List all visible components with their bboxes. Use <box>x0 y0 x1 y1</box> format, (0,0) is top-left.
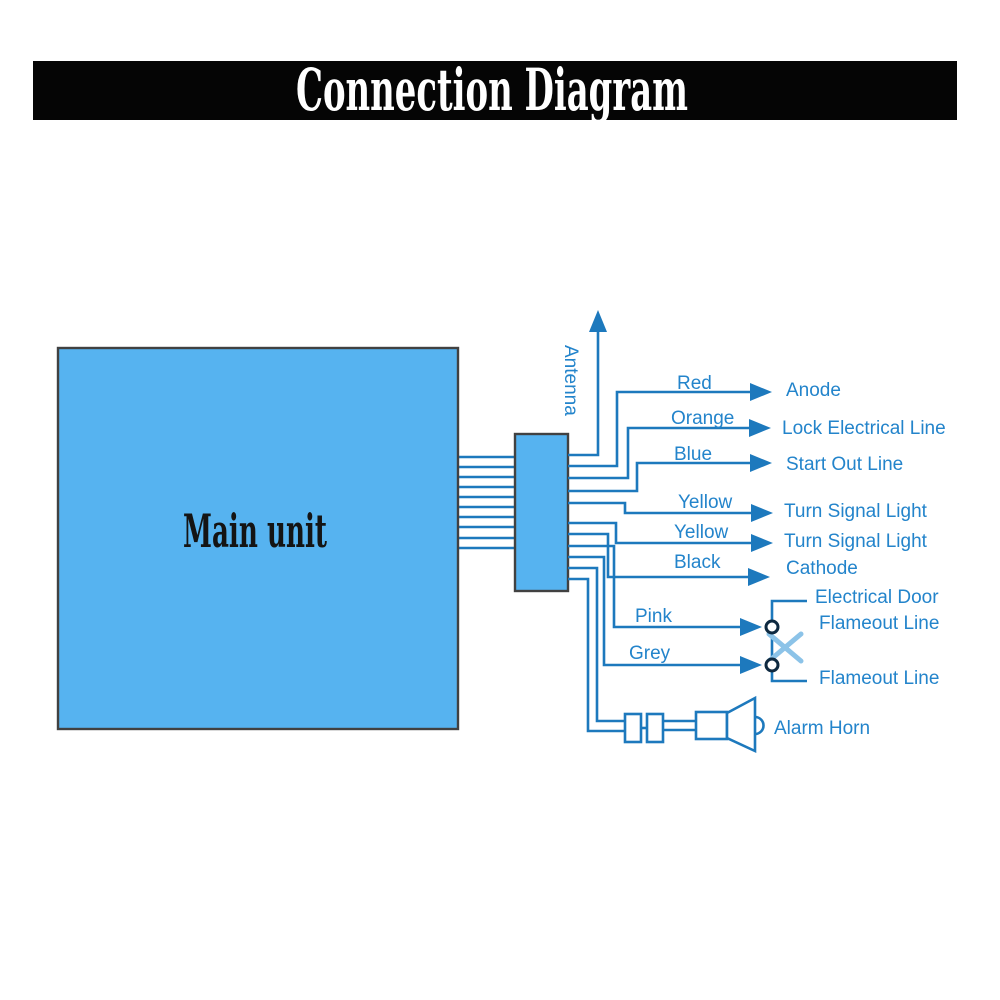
wire-blue <box>568 454 772 493</box>
alarm-horn-label: Alarm Horn <box>774 718 870 739</box>
wire-black <box>568 532 770 586</box>
wire-horn-1 <box>568 566 624 723</box>
output-wires <box>568 383 773 733</box>
wire-color-labels: Red Orange Blue Yellow Yellow Black Pink… <box>629 373 734 664</box>
connector-block <box>513 432 570 593</box>
wire-horn-2 <box>568 577 624 733</box>
destination-electrical-door-flameout-line: Flameout Line <box>819 613 939 634</box>
destination-turn-signal-light-1: Turn Signal Light <box>784 501 928 522</box>
wire-label-yellow-1: Yellow <box>678 492 733 513</box>
wire-pink <box>568 544 762 636</box>
wire-label-pink: Pink <box>635 606 672 627</box>
switch-terminal-bottom <box>764 657 780 673</box>
switch-cross-line <box>766 631 804 664</box>
wire-grey <box>568 555 762 674</box>
destination-start-out-line: Start Out Line <box>786 454 903 475</box>
horn-driver-body <box>694 710 729 741</box>
title-banner <box>33 61 957 120</box>
destination-anode: Anode <box>786 380 841 401</box>
antenna-wire <box>568 310 607 457</box>
wire-label-blue: Blue <box>674 444 712 465</box>
destination-electrical-door: Electrical Door <box>815 587 939 608</box>
page-title: Connection Diagram <box>296 56 688 124</box>
main-unit-box <box>56 346 460 731</box>
destination-lock-electrical-line: Lock Electrical Line <box>782 418 946 439</box>
destination-turn-signal-light-2: Turn Signal Light <box>784 531 928 552</box>
switch-terminal-top <box>764 619 780 635</box>
horn-connector-block-1 <box>623 712 643 744</box>
wire-red <box>568 383 772 468</box>
wire-label-orange: Orange <box>671 408 734 429</box>
wire-orange <box>568 419 771 480</box>
destination-labels: Anode Lock Electrical Line Start Out Lin… <box>782 380 946 689</box>
wire-label-black: Black <box>674 552 721 573</box>
switch-bracket <box>770 599 807 683</box>
ignition-switch-icon <box>764 599 807 683</box>
antenna-label: Antenna <box>560 345 581 416</box>
main-unit-label: Main unit <box>183 504 327 558</box>
wire-label-yellow-2: Yellow <box>674 522 729 543</box>
destination-cathode: Cathode <box>786 558 858 579</box>
alarm-horn-icon <box>623 695 765 754</box>
destination-flameout-line: Flameout Line <box>819 668 939 689</box>
wire-yellow-1 <box>568 501 773 522</box>
horn-connector-block-2 <box>645 712 665 744</box>
main-unit-to-connector-wires <box>457 455 516 550</box>
wire-yellow-2 <box>568 521 773 552</box>
horn-sound-arc <box>754 715 765 736</box>
horn-bell <box>725 695 757 754</box>
wire-label-grey: Grey <box>629 643 671 664</box>
wire-label-red: Red <box>677 373 712 394</box>
